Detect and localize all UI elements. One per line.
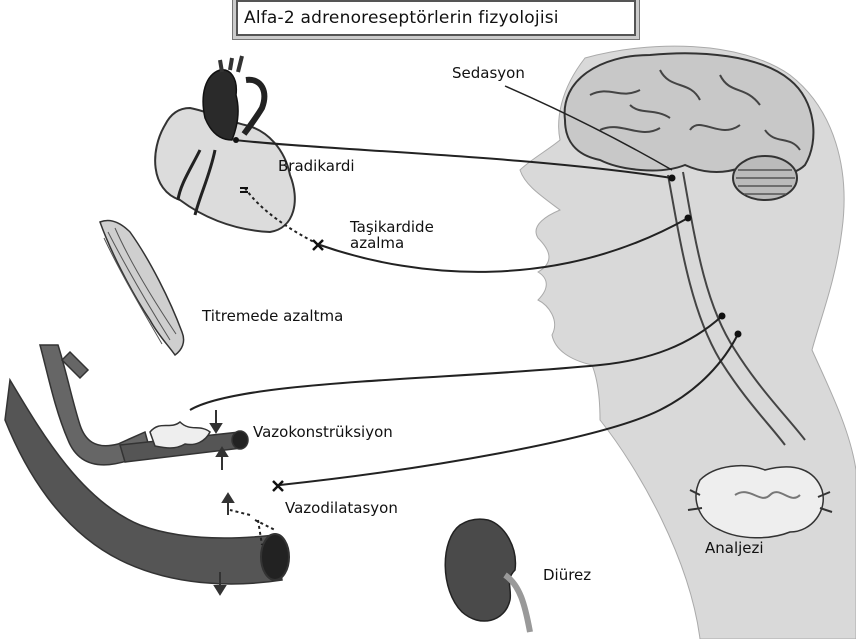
kidney-icon	[445, 519, 530, 632]
label-vasoconstriction: Vazokonstrüksiyon	[253, 423, 393, 441]
block-x-icon	[273, 240, 323, 491]
diagram-title: Alfa-2 adrenoreseptörlerin fizyolojisi	[244, 8, 559, 28]
label-sedation: Sedasyon	[452, 64, 525, 82]
heart-marker	[240, 191, 248, 193]
label-diuresis: Diürez	[543, 566, 591, 584]
title-box: Alfa-2 adrenoreseptörlerin fizyolojisi	[236, 0, 636, 36]
label-tachycardia-line2: azalma	[350, 234, 404, 252]
label-vasodilation: Vazodilatasyon	[285, 499, 398, 517]
label-bradycardia: Bradikardi	[278, 157, 355, 175]
muscle-icon	[100, 220, 184, 355]
label-shivering: Titremede azaltma	[202, 307, 343, 325]
label-analgesia: Analjezi	[705, 539, 764, 557]
blood-vessel-icon	[5, 345, 289, 584]
heart-marker	[240, 187, 248, 189]
